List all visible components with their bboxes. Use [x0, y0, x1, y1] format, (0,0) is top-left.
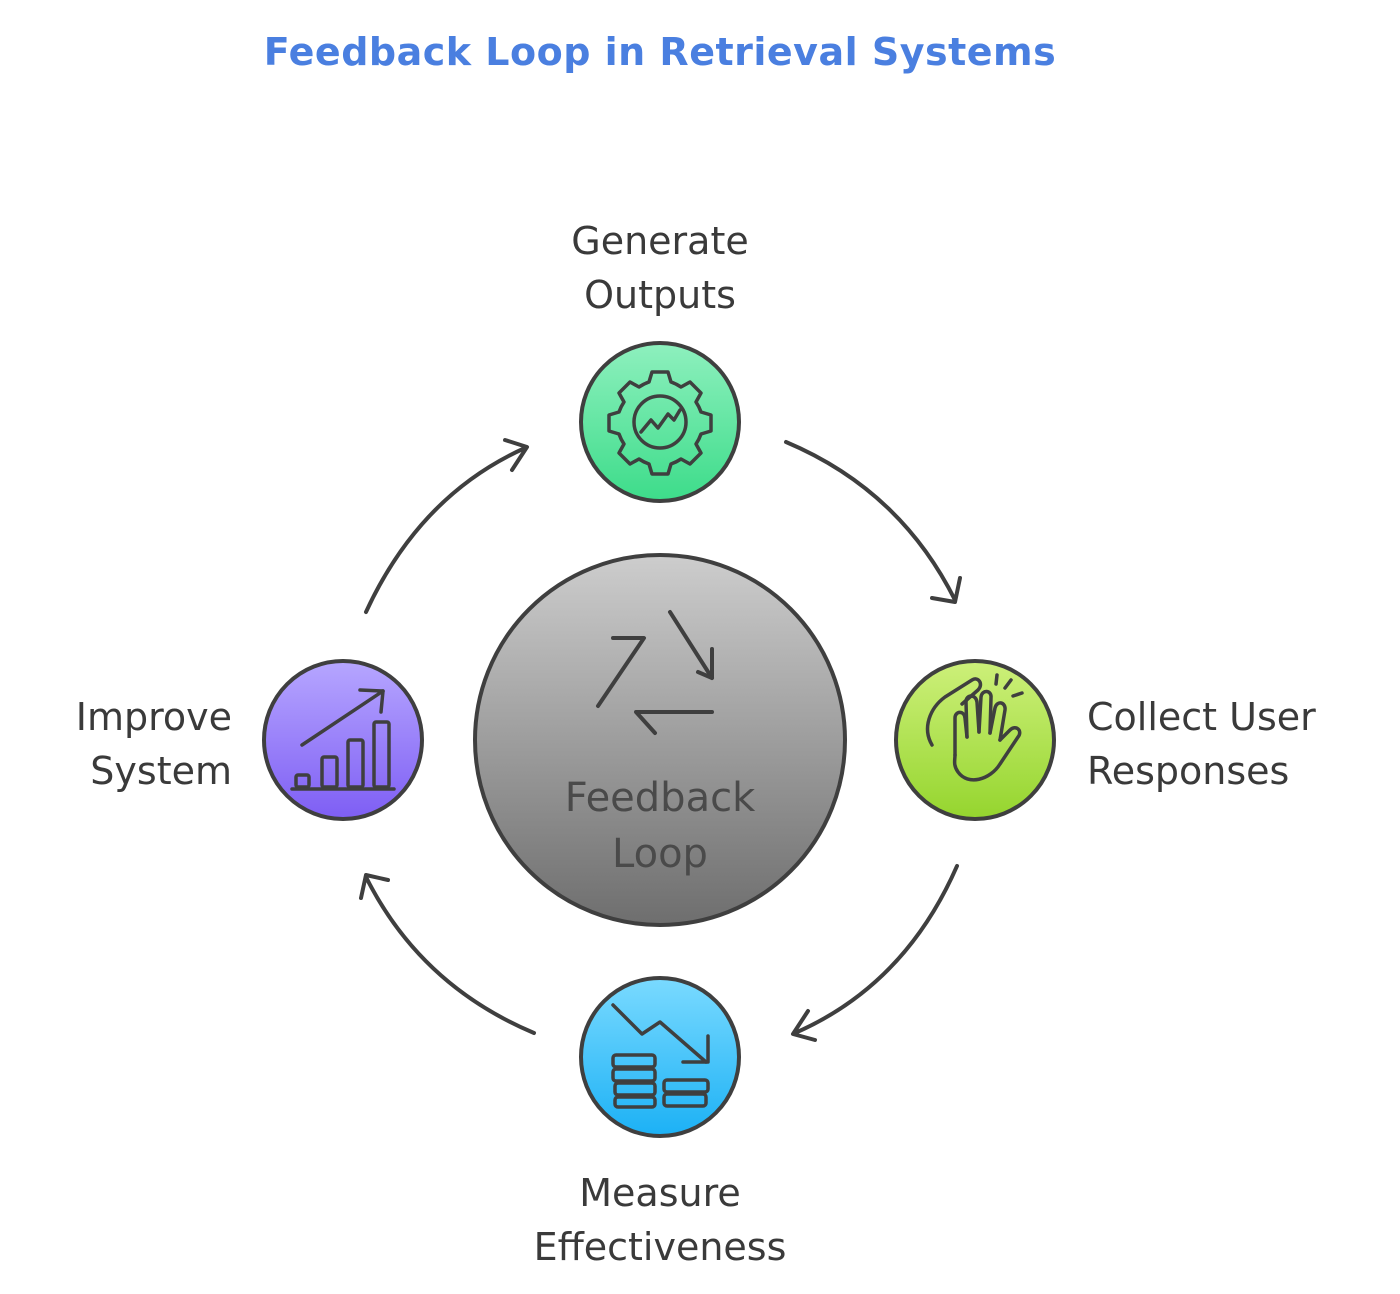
label-collect-user-responses: Collect User Responses — [1087, 690, 1316, 798]
generate-outputs-line1: Generate — [571, 219, 749, 263]
clapping-hands-icon — [925, 673, 1024, 782]
measure-effectiveness-circle — [579, 976, 741, 1138]
generate-outputs-circle — [579, 341, 741, 503]
node-collect-user-responses — [894, 659, 1056, 821]
measure-effectiveness-line2: Effectiveness — [533, 1225, 787, 1269]
measure-effectiveness-line1: Measure — [579, 1171, 741, 1215]
label-generate-outputs: Generate Outputs — [520, 214, 800, 322]
hub-label-line1: Feedback — [564, 775, 756, 821]
generate-outputs-line2: Outputs — [584, 273, 736, 317]
node-measure-effectiveness — [579, 976, 741, 1138]
page-title: Feedback Loop in Retrieval Systems — [263, 30, 1057, 74]
declining-coins-icon — [611, 1003, 710, 1109]
flow-arrows — [359, 438, 962, 1042]
gear-trend-icon — [607, 370, 713, 476]
cycle-arrows-icon — [596, 610, 714, 735]
growth-chart-icon — [290, 688, 396, 791]
hub-node — [473, 553, 847, 927]
improve-system-line2: System — [90, 749, 232, 793]
arrow-measure-to-improve — [359, 873, 536, 1035]
label-improve-system: Improve System — [20, 690, 232, 798]
arrow-collect-to-measure — [791, 864, 959, 1042]
node-generate-outputs — [579, 341, 741, 503]
hub-label-line2: Loop — [612, 831, 708, 877]
arrow-improve-to-generate — [364, 438, 529, 614]
improve-system-line1: Improve — [75, 695, 232, 739]
collect-user-responses-circle — [894, 659, 1056, 821]
hub-label: Feedback Loop — [500, 770, 820, 882]
collect-user-responses-line2: Responses — [1087, 749, 1290, 793]
arrow-generate-to-collect — [784, 440, 962, 604]
collect-user-responses-line1: Collect User — [1087, 695, 1316, 739]
hub-circle — [473, 553, 847, 927]
improve-system-circle — [262, 659, 424, 821]
node-improve-system — [262, 659, 424, 821]
label-measure-effectiveness: Measure Effectiveness — [480, 1166, 840, 1274]
